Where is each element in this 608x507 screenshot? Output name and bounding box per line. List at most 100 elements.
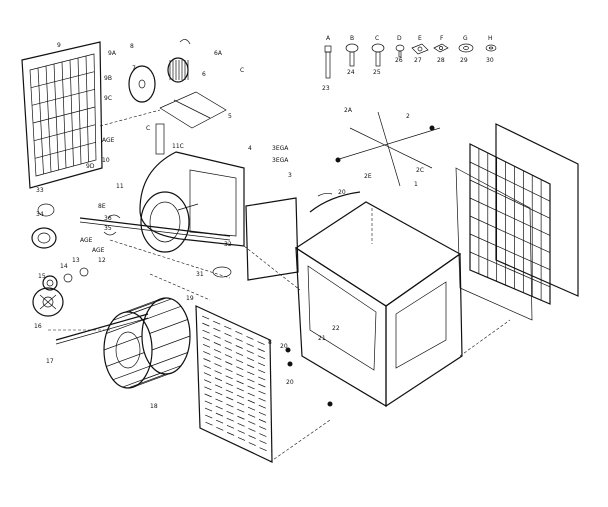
louver-slot xyxy=(258,383,266,388)
label-23: 23 xyxy=(322,85,330,92)
louver-slot xyxy=(246,350,254,354)
label-7: 7 xyxy=(132,65,136,72)
label-9: 9 xyxy=(57,42,61,49)
bolt-b-icon xyxy=(345,43,359,67)
louver-slot xyxy=(226,432,235,436)
label-10: 10 xyxy=(102,157,110,164)
louver-slot xyxy=(204,407,213,412)
louver-slot xyxy=(248,421,256,425)
blower-vane-line xyxy=(149,352,188,367)
blower-vane-line xyxy=(103,335,143,351)
louver-slot xyxy=(235,359,244,363)
label-a: A xyxy=(326,35,331,42)
louver-slot xyxy=(237,408,245,413)
louver-slot xyxy=(259,447,267,452)
part-labels: A B C D E F G H 23 24 25 26 27 28 29 30 … xyxy=(34,35,494,410)
cabinet-body xyxy=(294,201,463,408)
fasteners-misc xyxy=(103,214,333,407)
louver-slot xyxy=(226,410,234,415)
louver-slot xyxy=(214,377,223,382)
louver-slot xyxy=(204,393,212,398)
blower-vane-line xyxy=(122,372,161,388)
louver-slot xyxy=(258,397,266,402)
louver-slot xyxy=(259,440,267,444)
louver-slot xyxy=(247,406,256,411)
bolt-a-icon xyxy=(324,45,332,79)
label-age-2: AGE xyxy=(80,237,93,244)
louver-slot xyxy=(246,336,254,340)
blower-vane-line xyxy=(106,319,145,334)
blower-vane-line xyxy=(149,319,188,334)
label-16: 16 xyxy=(34,323,42,330)
label-25: 25 xyxy=(373,69,381,76)
louver-slot xyxy=(214,363,222,367)
label-34: 34 xyxy=(36,211,44,218)
blower-wheel xyxy=(103,297,191,389)
filter-grid-line xyxy=(33,124,96,142)
louver-slot xyxy=(226,424,235,429)
louver-slot xyxy=(237,430,245,434)
motor-assembly xyxy=(128,39,227,155)
louver-slot xyxy=(236,394,245,399)
louver-slot xyxy=(236,366,244,371)
guide-lines xyxy=(48,109,511,463)
blower-vane-line xyxy=(142,305,182,321)
louver-slot xyxy=(248,413,256,418)
blower-vane-line xyxy=(122,298,161,314)
louver-slot xyxy=(226,417,234,422)
label-c-hardware: C xyxy=(375,35,379,42)
louver-slot xyxy=(248,442,256,446)
square-nut-e-icon xyxy=(411,43,429,55)
hardware-row xyxy=(324,43,497,79)
louver-slot xyxy=(237,415,245,420)
label-35: 35 xyxy=(104,225,112,232)
label-11: 11 xyxy=(116,183,124,190)
louver-slots xyxy=(202,315,267,452)
label-4: 4 xyxy=(248,145,252,152)
louver-slot xyxy=(204,400,212,405)
louver-slot xyxy=(246,343,254,347)
label-30: 30 xyxy=(486,57,494,64)
label-6: 6 xyxy=(202,71,206,78)
louver-slot xyxy=(203,365,211,369)
louver-slot xyxy=(247,378,255,383)
louver-slot xyxy=(224,332,232,337)
label-15: 15 xyxy=(38,273,46,280)
label-e: E xyxy=(418,35,422,42)
label-2e: 2E xyxy=(364,173,372,180)
louver-slot xyxy=(213,327,221,332)
louver-slot xyxy=(257,341,265,345)
louver-slot xyxy=(259,433,267,437)
label-8e: 8E xyxy=(98,203,106,210)
label-33: 33 xyxy=(36,187,44,194)
blower-vane-line xyxy=(133,372,172,388)
louver-slot xyxy=(236,373,244,378)
label-8-front: 8 xyxy=(268,339,272,346)
louver-slot xyxy=(204,379,212,384)
water-distributor xyxy=(335,111,441,187)
louver-slot xyxy=(215,419,224,424)
label-9b: 9B xyxy=(104,75,112,82)
louver-slot xyxy=(205,414,213,419)
louver-slot xyxy=(202,322,210,327)
louver-slot xyxy=(258,411,267,416)
louver-slot xyxy=(226,396,234,401)
label-28: 28 xyxy=(437,57,445,64)
filter-grid-line xyxy=(469,233,551,271)
louver-slot xyxy=(237,423,245,427)
louver-slot xyxy=(237,437,246,441)
louver-slot xyxy=(224,354,233,358)
label-9d: 9D xyxy=(86,163,95,170)
filter-grid-line xyxy=(469,179,551,219)
filter-grid-line xyxy=(469,251,551,288)
screw-d-icon xyxy=(395,44,405,58)
louver-slot xyxy=(205,421,213,426)
label-6a: 6A xyxy=(214,50,223,57)
label-g: G xyxy=(463,35,468,42)
louver-slot xyxy=(216,426,224,431)
louver-slot xyxy=(247,392,255,397)
blower-vane-line xyxy=(112,365,152,381)
label-c-shaft: C xyxy=(146,125,150,132)
